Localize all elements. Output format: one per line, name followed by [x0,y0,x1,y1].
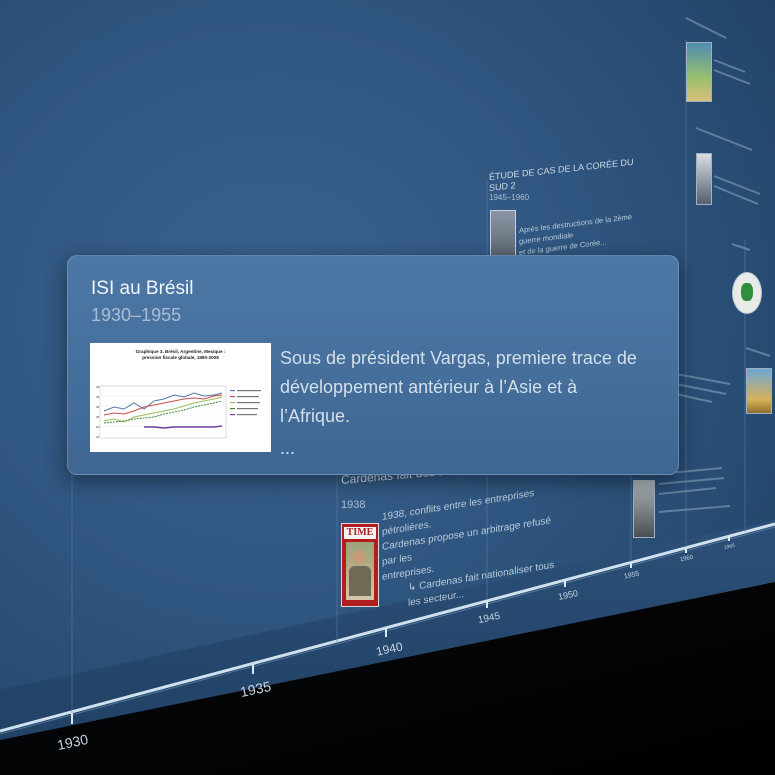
event-cardenas-date: 1938 [341,499,366,511]
event-thumbnail[interactable] [746,368,772,414]
cover-portrait-body [349,566,371,596]
event-thumbnail[interactable] [696,153,712,205]
svg-text:30: 30 [96,405,100,409]
popup-more-ellipsis[interactable]: ... [280,438,296,458]
popup-title: ISI au Brésil [91,278,194,299]
event-thumbnail[interactable] [633,480,655,538]
svg-text:20: 20 [96,425,100,429]
svg-text:25: 25 [96,415,100,419]
thumbnail-plot: 40 35 30 25 20 15 [96,385,261,439]
cover-portrait-face [353,550,365,564]
event-detail-popup[interactable]: ISI au Brésil 1930–1955 Graphique 3. Bré… [67,255,679,475]
thumbnail-title-line: pression fiscale globale, 1980-2008 [142,355,219,360]
timeline-axis-line [0,522,775,733]
popup-description: Sous de président Vargas, premiere trace… [280,348,637,426]
svg-text:15: 15 [96,435,100,439]
svg-text:35: 35 [96,395,100,399]
event-thumbnail[interactable] [686,42,712,102]
event-korea-dates: 1945–1960 [489,193,530,202]
popup-thumbnail-chart[interactable]: Graphique 3. Brésil, Argentine, Mexique … [90,343,271,452]
time-magazine-masthead: TIME [344,527,376,539]
svg-text:40: 40 [96,385,100,389]
popup-dates: 1930–1955 [91,305,182,325]
globe-icon[interactable] [732,272,762,314]
thumbnail-title-line: Graphique 3. Brésil, Argentine, Mexique … [135,349,226,354]
event-cardenas-thumbnail[interactable]: TIME [341,523,379,607]
